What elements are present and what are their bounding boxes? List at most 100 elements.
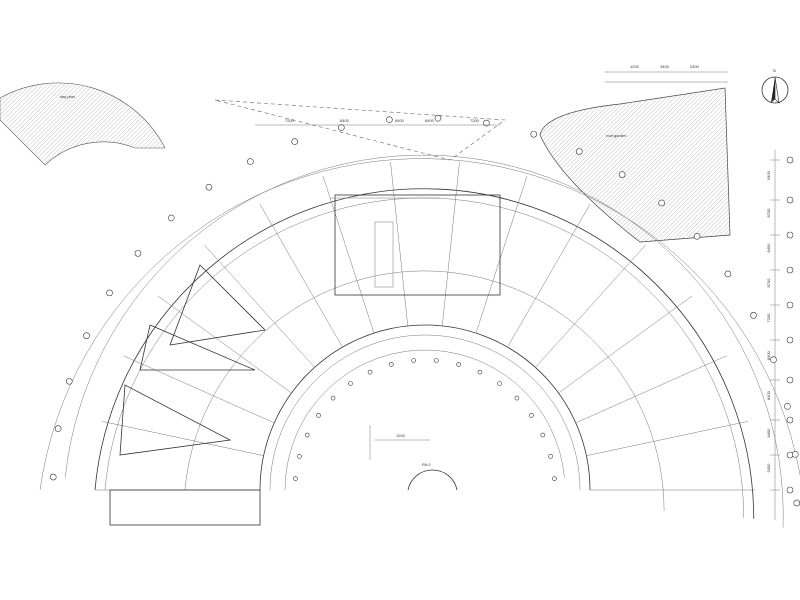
grid-bubble [297, 454, 302, 459]
grid-bubble [693, 232, 701, 240]
area-note: roof garden [606, 133, 626, 138]
grid-bubble [65, 377, 73, 385]
grid-bubble [134, 250, 142, 257]
grid-bubble [786, 266, 794, 274]
dim-label: 7200 [285, 118, 295, 123]
grid-bubble [411, 358, 416, 363]
grid-bubble [477, 369, 483, 375]
grid-bubble [786, 336, 794, 344]
grid-bubble [316, 413, 321, 418]
dim-label: 7200 [470, 118, 480, 123]
radial-wall [586, 421, 748, 456]
grid-bubble [548, 454, 553, 459]
grid-bubble [304, 432, 310, 438]
grid-bubble [552, 476, 557, 481]
grid-bubble [54, 425, 62, 432]
grid-bubble [247, 158, 254, 165]
dim-label: 8700 [766, 278, 771, 288]
grid-bubble [83, 332, 90, 340]
grid-bubble [786, 416, 794, 424]
building-arcs [39, 154, 800, 528]
grid-bubble [348, 381, 353, 386]
grid-bubble [293, 476, 298, 481]
dim-label: 2400 [690, 64, 700, 69]
radial-wall [535, 244, 646, 368]
grid-bubble [786, 231, 794, 239]
radial-wall [204, 244, 315, 368]
dim-label: 8400 [425, 118, 435, 123]
site-boundary [214, 99, 506, 161]
radial-wall [441, 161, 460, 326]
grid-arc [64, 154, 784, 528]
grid-bubble [434, 358, 439, 363]
grid-bubble [291, 138, 299, 145]
grid-bubble [530, 130, 538, 138]
radial-wall [558, 295, 693, 394]
grid-bubble [338, 124, 345, 131]
grid-bubble [389, 362, 394, 367]
dim-label: 8700 [766, 208, 771, 218]
grid-bubble [786, 156, 794, 164]
grid-bubbles [49, 114, 800, 507]
grid-bubble [434, 114, 442, 122]
grid-bubble [770, 356, 777, 364]
grid-bubble [791, 451, 799, 458]
key-plan: key plan [0, 82, 166, 166]
courtyard-annotations: 1200 R6.0 [369, 425, 458, 491]
grid-bubble [793, 499, 800, 507]
radial-wall [575, 355, 727, 424]
radial-wall [322, 176, 375, 334]
grid-bubble [483, 119, 490, 127]
grid-bubble [724, 270, 732, 278]
radial-wall [102, 421, 264, 456]
dim-label: 8400 [340, 118, 350, 123]
dim-label: 8400 [766, 390, 771, 400]
grid-bubble [786, 376, 794, 384]
scale-dim-label: 1200 [396, 433, 406, 438]
dim-label: 3400 [660, 64, 670, 69]
grid-bubble [784, 403, 791, 410]
grid-bubble [330, 395, 336, 401]
dim-label: 8400 [766, 350, 771, 360]
grid-bubble [540, 432, 546, 438]
outer-wall [94, 188, 755, 519]
grid-bubble [106, 289, 113, 297]
central-hall [330, 194, 501, 296]
grid-bubble [386, 116, 393, 124]
radial-wall [475, 176, 528, 334]
dim-label: 8400 [395, 118, 405, 123]
inner-courtyard-wall [259, 324, 591, 491]
corridor-arc [184, 270, 665, 511]
grid-bubble [367, 369, 373, 375]
top-dimensions: 7200 8400 8400 8400 7200 1200 3400 2400 [255, 64, 700, 126]
grid-bubble [497, 381, 502, 386]
radial-wall [390, 161, 409, 326]
left-wedge-rooms [109, 264, 266, 526]
grid-bubble [529, 413, 534, 418]
grid-bubble [658, 199, 665, 207]
grid-bubble [456, 362, 461, 367]
inner-courtyard-line [269, 334, 581, 491]
dim-label: 5400 [766, 463, 771, 473]
north-arrow-icon: N [761, 68, 789, 104]
dim-label: 7200 [766, 313, 771, 323]
outer-dimension-arc [39, 158, 800, 491]
grid-bubble [205, 183, 213, 191]
dim-label: 1200 [630, 64, 640, 69]
roof-garden-area: roof garden [539, 71, 731, 243]
radial-wall [123, 355, 275, 424]
grid-bubble [575, 148, 583, 155]
radial-wall [157, 295, 292, 394]
north-label: N [773, 68, 776, 73]
grid-bubble [514, 395, 520, 401]
dim-label: 8400 [766, 428, 771, 438]
dim-label: 8400 [766, 243, 771, 253]
inner-dimension-arc [284, 349, 565, 491]
key-plan-label: key plan [60, 94, 75, 99]
courtyard-radius-label: R6.0 [422, 462, 431, 467]
radial-wall [507, 204, 591, 348]
radial-wall [259, 204, 343, 348]
grid-bubble [49, 473, 57, 481]
